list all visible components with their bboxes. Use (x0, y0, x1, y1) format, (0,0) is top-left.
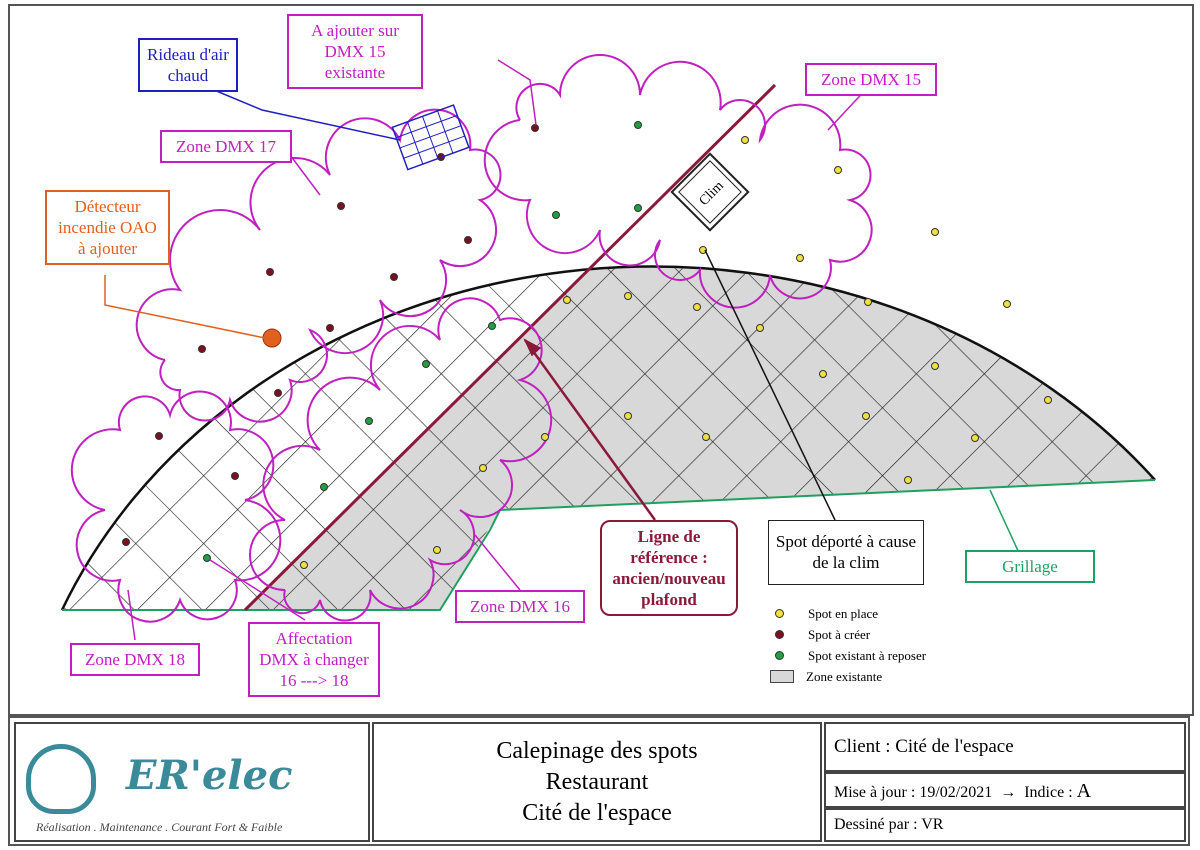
spot-marker (931, 228, 939, 236)
spot-marker (693, 303, 701, 311)
spot-marker (326, 324, 334, 332)
update-cell: Mise à jour : 19/02/2021 → Indice : A (824, 772, 1186, 808)
legend-item: Spot à créer (770, 624, 926, 645)
spot-marker (552, 211, 560, 219)
spot-marker (904, 476, 912, 484)
room-wall-arc (60, 265, 1156, 611)
logo-text: ER'elec (126, 752, 293, 799)
spot-marker (699, 246, 707, 254)
spot-marker (819, 370, 827, 378)
spot-marker (541, 433, 549, 441)
logo-cell: ER'elec Réalisation . Maintenance . Cour… (14, 722, 370, 842)
spot-marker (702, 433, 710, 441)
zone-dmx-18-label: Zone DMX 18 (70, 643, 200, 676)
spot-marker (1044, 396, 1052, 404)
fire-detector-icon (262, 328, 282, 348)
offset-spot-label: Spot déporté à cause de la clim (768, 520, 924, 585)
spot-marker (624, 292, 632, 300)
spot-marker (433, 546, 441, 554)
title-line: Cité de l'espace (522, 800, 672, 826)
fence-label: Grillage (965, 550, 1095, 583)
add-dmx15-label: A ajouter sur DMX 15 existante (287, 14, 423, 89)
spot-marker (634, 121, 642, 129)
lightbulb-logo-icon (26, 744, 96, 814)
drawn-by-cell: Dessiné par : VR (824, 808, 1186, 842)
dmx-zone-outline (135, 108, 502, 423)
spot-marker (563, 296, 571, 304)
zone-dmx-16-label: Zone DMX 16 (455, 590, 585, 623)
dmx-zone-outline (249, 297, 553, 622)
legend-item: Spot existant à reposer (770, 645, 926, 666)
spot-marker (756, 324, 764, 332)
spot-marker (479, 464, 487, 472)
spot-marker (390, 273, 398, 281)
logo-tagline: Réalisation . Maintenance . Courant Fort… (36, 820, 283, 834)
spot-marker (266, 268, 274, 276)
spot-marker (741, 136, 749, 144)
spot-marker (1003, 300, 1011, 308)
spot-marker (971, 434, 979, 442)
air-curtain-label: Rideau d'air chaud (138, 38, 238, 92)
spot-marker (464, 236, 472, 244)
legend-item: Zone existante (770, 666, 926, 687)
spot-marker (634, 204, 642, 212)
spot-marker (862, 412, 870, 420)
spot-marker (365, 417, 373, 425)
fire-detector-label: Détecteur incendie OAO à ajouter (45, 190, 170, 265)
client-cell: Client : Cité de l'espace (824, 722, 1186, 772)
title-line: Calepinage des spots (496, 738, 698, 764)
title-cell: Calepinage des spots Restaurant Cité de … (372, 722, 822, 842)
legend: Spot en place Spot à créer Spot existant… (770, 603, 926, 687)
reference-line-label: Ligne de référence : ancien/nouveau plaf… (600, 520, 738, 616)
spot-marker (155, 432, 163, 440)
dmx-zone-outline (483, 54, 873, 309)
title-block: ER'elec Réalisation . Maintenance . Cour… (8, 716, 1190, 846)
spot-marker (422, 360, 430, 368)
spot-marker (320, 483, 328, 491)
title-line: Restaurant (545, 769, 649, 795)
spot-marker (796, 254, 804, 262)
zone-dmx-17-label: Zone DMX 17 (160, 130, 292, 163)
legend-item: Spot en place (770, 603, 926, 624)
zone-dmx-15-label: Zone DMX 15 (805, 63, 937, 96)
spot-marker (931, 362, 939, 370)
spot-marker (624, 412, 632, 420)
spot-marker (864, 298, 872, 306)
spot-marker (531, 124, 539, 132)
spot-marker (300, 561, 308, 569)
spot-marker (122, 538, 130, 546)
spot-marker (488, 322, 496, 330)
reference-line (243, 83, 777, 612)
spot-marker (834, 166, 842, 174)
spot-marker (337, 202, 345, 210)
dmx-change-label: Affectation DMX à changer 16 ---> 18 (248, 622, 380, 697)
clim-unit (670, 152, 750, 232)
spot-marker (274, 389, 282, 397)
dmx-zone-outline (70, 390, 282, 623)
drawing-frame (8, 4, 1194, 716)
spot-marker (231, 472, 239, 480)
spot-marker (203, 554, 211, 562)
spot-marker (198, 345, 206, 353)
